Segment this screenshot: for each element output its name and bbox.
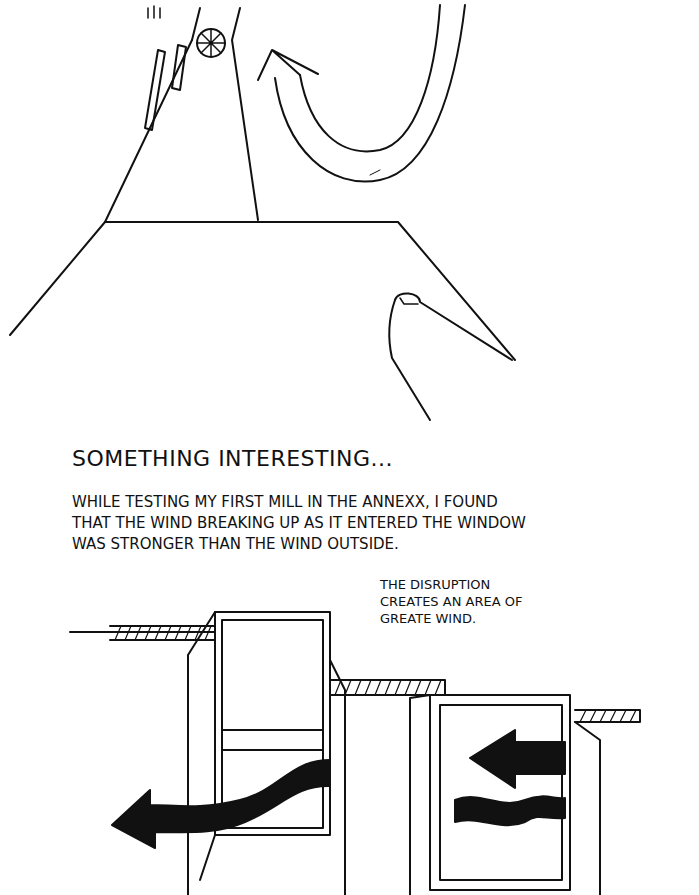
observation-note: WHILE TESTING MY FIRST MILL IN THE ANNEX…: [72, 492, 532, 555]
page-title: SOMETHING INTERESTING...: [72, 446, 492, 471]
callout-note: THE DISRUPTION CREATES AN AREA OF GREATE…: [380, 576, 545, 627]
